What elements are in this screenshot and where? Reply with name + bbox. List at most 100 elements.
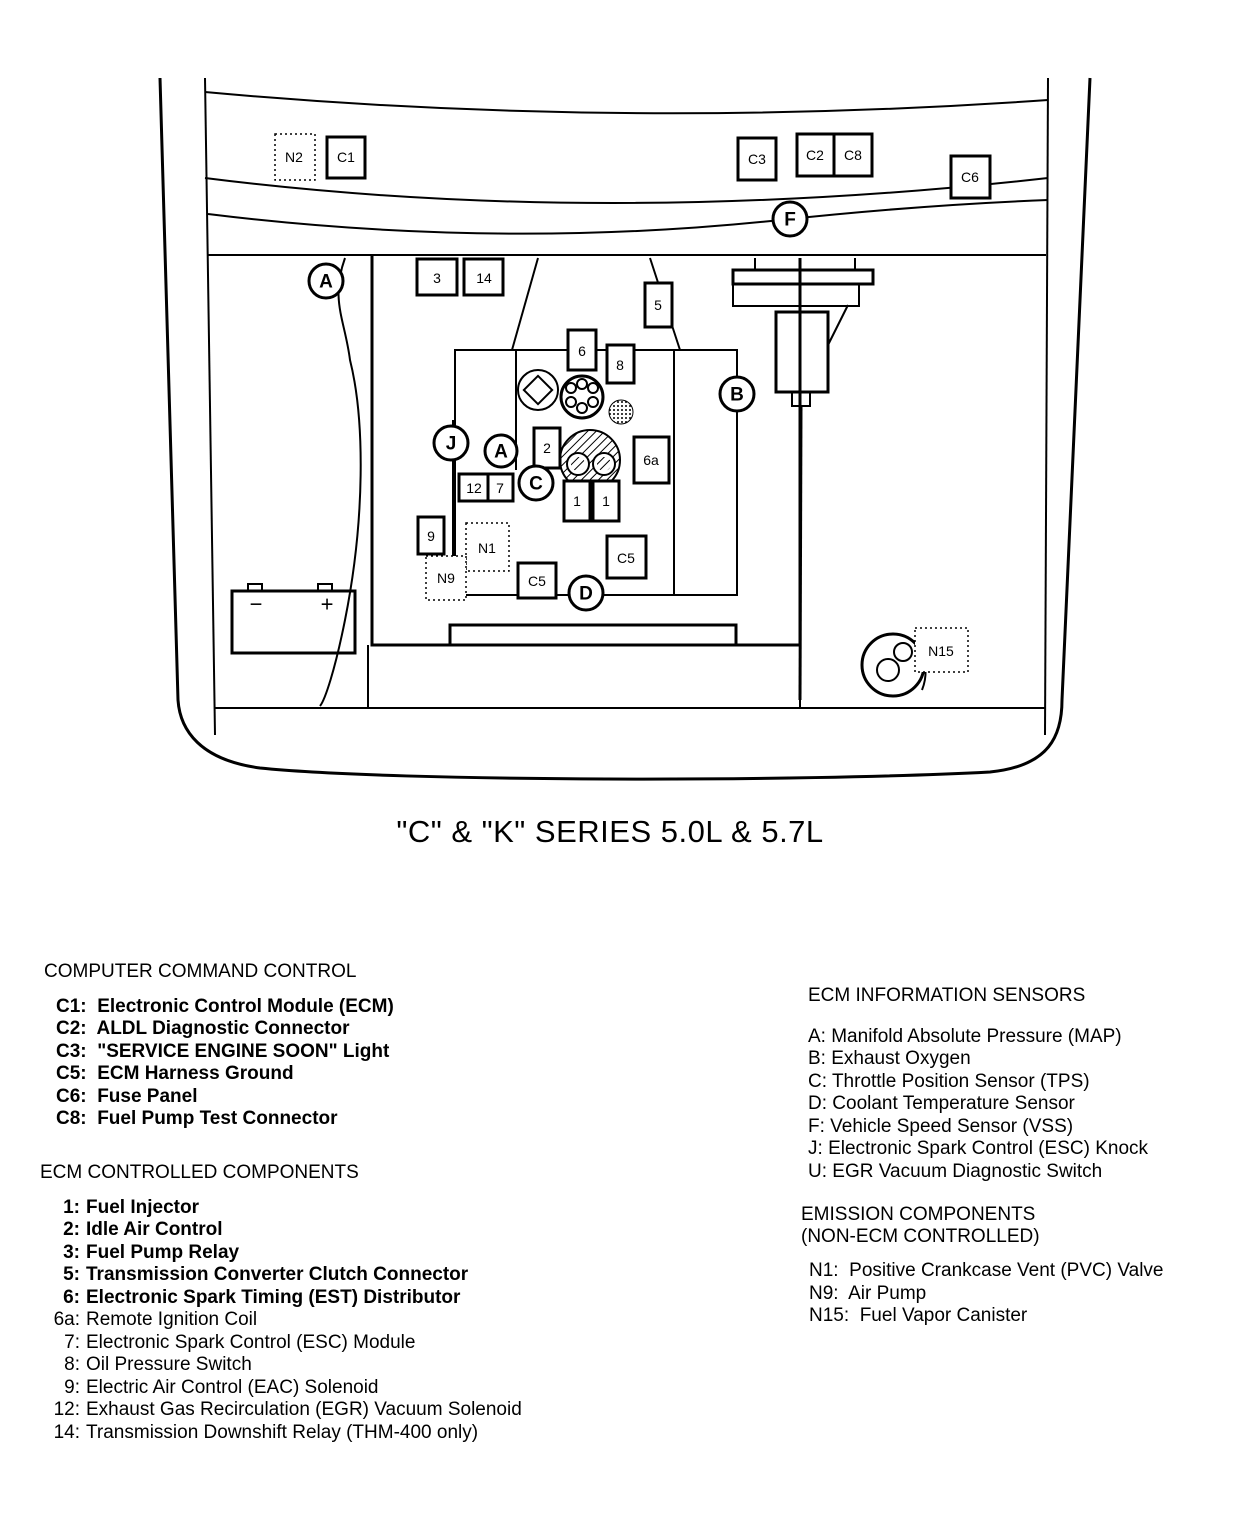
legend-text: Air Pump — [848, 1282, 927, 1304]
legend-text: Remote Ignition Coil — [86, 1309, 258, 1330]
legend-item: C2: ALDL Diagnostic Connector — [56, 1018, 394, 1041]
sensor-j-label: J — [446, 434, 457, 455]
legend-text: Fuel Pump Test Connector — [97, 1108, 338, 1129]
engine-compartment-diagram: N2 C1 C3 C2 C8 C6 3 14 5 6 8 2 6a 12 7 1… — [158, 77, 1092, 781]
vehicle-side-line-right — [1044, 77, 1049, 736]
legend-text: Transmission Downshift Relay (THM-400 on… — [86, 1421, 479, 1443]
legend-item: 3: Fuel Pump Relay — [46, 1242, 522, 1265]
n15-label: N15 — [928, 643, 954, 659]
legend-item: 9:Electric Air Control (EAC) Solenoid — [46, 1377, 522, 1400]
legend-text: Manifold Absolute Pressure (MAP) — [831, 1025, 1122, 1047]
legend-text: Vehicle Speed Sensor (VSS) — [830, 1115, 1074, 1137]
sensor-c-circle — [517, 464, 555, 502]
esc-7-box — [486, 472, 515, 503]
legend-code: C2: — [56, 1018, 87, 1039]
eac-9-label: 9 — [427, 528, 435, 544]
legend-code: 6: — [63, 1286, 80, 1308]
sensor-b-label: B — [730, 385, 744, 406]
c5-right-label: C5 — [617, 550, 635, 566]
legend-text: ALDL Diagnostic Connector — [96, 1018, 350, 1039]
legend-code: N1: — [809, 1260, 839, 1281]
legend-text: Electronic Spark Control (ESC) Module — [86, 1331, 416, 1353]
c5-left-box — [516, 561, 558, 600]
iac-2-label: 2 — [543, 440, 551, 456]
c1-label: C1 — [337, 149, 355, 165]
c8-box — [832, 132, 874, 178]
legend-code: A: — [808, 1025, 826, 1047]
legend-text: Positive Crankcase Vent (PVC) Valve — [849, 1260, 1164, 1281]
distributor-housing — [517, 369, 559, 411]
legend-code: 3: — [63, 1241, 80, 1263]
relay-3-label: 3 — [433, 270, 441, 286]
egr-12-label: 12 — [466, 480, 482, 496]
n2-label: N2 — [285, 149, 303, 165]
legend-code: F: — [808, 1115, 825, 1137]
iac-2-box — [532, 426, 562, 470]
distributor-rotor — [522, 374, 554, 406]
switch-8-label: 8 — [616, 357, 624, 373]
c5-left-label: C5 — [528, 573, 546, 589]
legend-text: ECM Harness Ground — [97, 1063, 294, 1084]
legend-code: U: — [808, 1160, 827, 1182]
legend-item: 6a:Remote Ignition Coil — [46, 1309, 522, 1332]
legend-item: D: Coolant Temperature Sensor — [808, 1093, 1148, 1116]
battery-terminal-pos — [317, 583, 333, 592]
oxygen-sensor-wire — [798, 405, 803, 701]
c1-box — [325, 135, 367, 180]
legend-code: 2: — [63, 1219, 80, 1240]
legend-item: 1: Fuel Injector — [46, 1197, 522, 1220]
cap-terminal — [576, 378, 588, 390]
connector-5-box — [643, 281, 674, 329]
coil-6a-box — [632, 435, 671, 485]
legend-code: D: — [808, 1093, 827, 1114]
distributor-6-box — [566, 328, 598, 372]
legend-code: C6: — [56, 1085, 87, 1107]
n15-box — [914, 627, 969, 673]
sensor-c-label: C — [529, 474, 543, 495]
switch-8-box — [605, 343, 636, 385]
legend-code: 7: — [64, 1331, 80, 1353]
legend-code: 1: — [63, 1196, 80, 1218]
legend-item: 2: Idle Air Control — [46, 1219, 522, 1242]
legend-code: C3: — [56, 1040, 87, 1062]
legend-text: Electronic Spark Timing (EST) Distributo… — [86, 1286, 461, 1308]
legend-item: 7: Electronic Spark Control (ESC) Module — [46, 1332, 522, 1355]
relay-3-box — [415, 257, 459, 297]
legend-item: 8:Oil Pressure Switch — [46, 1354, 522, 1377]
legend-item: C: Throttle Position Sensor (TPS) — [808, 1071, 1148, 1094]
c8-label: C8 — [844, 147, 862, 163]
injector-1b-box — [591, 479, 621, 523]
vehicle-outline — [158, 77, 1092, 781]
legend-item: 6: Electronic Spark Timing (EST) Distribu… — [46, 1287, 522, 1310]
legend-code: 12: — [53, 1399, 80, 1420]
ecm-controlled-components-legend: ECM CONTROLLED COMPONENTS 1: Fuel Injecto… — [40, 1162, 522, 1444]
legend-text: Fuel Injector — [86, 1196, 199, 1218]
n9-label: N9 — [437, 570, 455, 586]
legend-item: A: Manifold Absolute Pressure (MAP) — [808, 1026, 1148, 1049]
connector-5-label: 5 — [654, 297, 662, 313]
sensor-j-circle — [432, 424, 470, 462]
throttle-bore-fill — [597, 457, 611, 471]
c3-box — [736, 136, 778, 182]
legend-heading: ECM CONTROLLED COMPONENTS — [40, 1162, 359, 1183]
legend-heading-line1: EMISSION COMPONENTS — [801, 1204, 1036, 1225]
throttle-bore-fill — [571, 457, 585, 471]
n2-box — [274, 133, 316, 181]
legend-item: U: EGR Vacuum Diagnostic Switch — [808, 1161, 1148, 1184]
legend-text: Fuel Pump Relay — [86, 1241, 240, 1263]
c2-label: C2 — [806, 147, 824, 163]
legend-text: Exhaust Gas Recirculation (EGR) Vacuum S… — [86, 1399, 522, 1420]
injector-1b-label: 1 — [602, 493, 610, 509]
legend-code: 9: — [64, 1376, 80, 1398]
sensor-f-label: F — [784, 210, 796, 231]
ecm-information-sensors-legend: ECM INFORMATION SENSORS A: Manifold Abso… — [808, 985, 1148, 1183]
legend-item: C1: Electronic Control Module (ECM) — [56, 996, 394, 1019]
legend-item: C5: ECM Harness Ground — [56, 1063, 394, 1086]
legend-text: Idle Air Control — [86, 1219, 223, 1240]
sensor-a-center-circle — [483, 433, 519, 469]
legend-text: EGR Vacuum Diagnostic Switch — [832, 1160, 1103, 1182]
n1-box — [465, 522, 510, 572]
oil-filler-cap — [608, 399, 634, 425]
harness-line-left — [511, 257, 539, 351]
legend-code: C8: — [56, 1108, 87, 1129]
